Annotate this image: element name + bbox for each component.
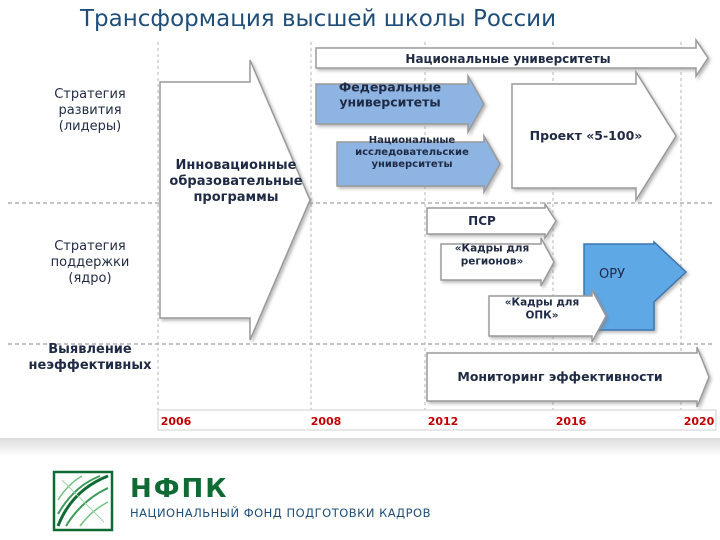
brand: НФПК НАЦИОНАЛЬНЫЙ ФОНД ПОДГОТОВКИ КАДРОВ <box>130 474 431 520</box>
label-line: Стратегия <box>54 87 126 102</box>
label-line: поддержки <box>51 255 130 270</box>
project-5-100-arrow: Проект «5-100» <box>511 69 677 203</box>
label-line: ПСР <box>468 214 496 228</box>
monitoring-arrow: Мониторинг эффективности <box>426 346 710 408</box>
label-line: Выявление <box>48 342 132 357</box>
globe-icon <box>52 470 114 532</box>
label-line: Проект «5-100» <box>530 128 643 143</box>
national-universities-arrow: Национальные университеты <box>315 37 709 79</box>
timeline-axis <box>157 409 717 431</box>
label-line: регионов» <box>461 255 524 267</box>
timeline-year-2008: 2008 <box>311 415 342 428</box>
monitoring-label: Мониторинг эффективности <box>457 369 662 384</box>
timeline-year-2020: 2020 <box>684 415 715 428</box>
psr-arrow: ПСР <box>426 201 557 241</box>
label-line: университеты <box>371 159 452 170</box>
label-line: ОПК» <box>525 309 558 321</box>
label-line: (ядро) <box>68 271 111 286</box>
label-line: программы <box>193 190 278 205</box>
psr-label: ПСР <box>468 214 496 228</box>
brand-subtitle: НАЦИОНАЛЬНЫЙ ФОНД ПОДГОТОВКИ КАДРОВ <box>130 506 431 520</box>
label-line: Национальные <box>369 135 456 146</box>
timeline-year-2012: 2012 <box>428 415 459 428</box>
timeline-year-2016: 2016 <box>556 415 587 428</box>
timeline-ticks: 2006 2008 2012 2016 2020 <box>161 415 715 428</box>
label-line: Федеральные <box>339 79 441 94</box>
timeline-year-2006: 2006 <box>161 415 192 428</box>
label-line: развития <box>58 103 121 118</box>
label-line: ОРУ <box>599 267 625 282</box>
label-line: (лидеры) <box>59 119 121 134</box>
label-line: неэффективных <box>29 358 153 373</box>
oru-label: ОРУ <box>599 267 625 282</box>
footer: НФПК НАЦИОНАЛЬНЫЙ ФОНД ПОДГОТОВКИ КАДРОВ <box>0 438 720 540</box>
label-line: университеты <box>339 95 440 110</box>
label-line: Мониторинг эффективности <box>457 369 662 384</box>
label-line: «Кадры для <box>455 243 530 255</box>
label-line: Стратегия <box>54 239 126 254</box>
project-5-100-label: Проект «5-100» <box>530 128 643 143</box>
footer-bar <box>0 438 720 456</box>
national-universities-label: Национальные университеты <box>405 52 610 66</box>
label-line: исследовательские <box>355 147 469 158</box>
label-line: «Кадры для <box>505 297 580 309</box>
page-title: Трансформация высшей школы России <box>80 6 557 32</box>
label-line: Инновационные <box>176 158 297 173</box>
brand-name: НФПК <box>130 474 229 504</box>
label-line: Национальные университеты <box>405 52 610 66</box>
label-line: образовательные <box>169 174 302 189</box>
